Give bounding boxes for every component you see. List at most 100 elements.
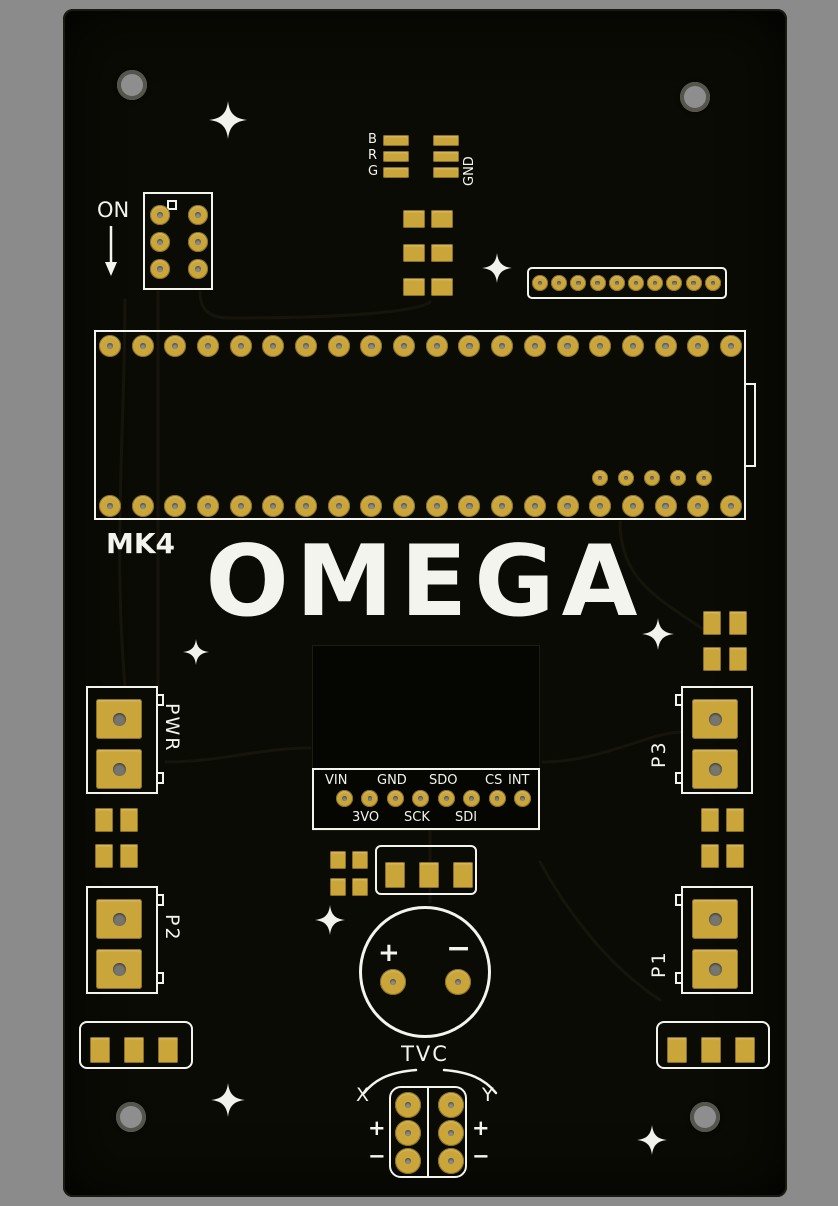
tvc-left-plus-label: + [368,1116,386,1140]
pad [360,335,383,357]
pad [719,335,742,357]
pad [551,275,568,291]
pad [262,495,285,517]
axis-y-label: Y [482,1084,494,1106]
pad [491,495,514,517]
pad [425,335,448,357]
pad [96,699,142,739]
switch-pin1-marker [167,200,177,210]
rgb-pad-label-b: B [368,132,377,147]
p3-connector [681,686,753,794]
pad [438,1120,464,1146]
pad [438,1148,464,1174]
pad [696,470,712,486]
module-pin-label: SCK [404,810,430,825]
pad [295,335,318,357]
pad [431,278,453,296]
pad [703,647,721,671]
pad [570,275,587,291]
rgb-pad-label-r: R [368,148,378,163]
pad [150,259,170,279]
pad [419,862,439,888]
pad [150,205,170,225]
pad [589,275,606,291]
tvc-label: TVC [401,1042,449,1066]
pad [131,495,154,517]
pad [654,335,677,357]
pad [120,808,138,832]
pad [412,790,430,807]
pad [608,275,625,291]
pad [158,1037,178,1063]
pwr-connector-tab [156,694,164,706]
pad [666,275,683,291]
pad [95,808,113,832]
pad [621,495,644,517]
pad [361,790,379,807]
pad [383,151,409,162]
pad [621,335,644,357]
pad [327,495,350,517]
pad [692,699,738,739]
jst-connector-bottom-right [656,1021,770,1069]
pad [692,899,738,939]
pad [164,495,187,517]
pad [131,335,154,357]
p1-connector-tab [675,972,683,984]
sparkle-icon [211,1083,245,1117]
module-pin-label: SDI [455,810,478,825]
jst-connector-bottom-left [79,1021,193,1069]
pad [425,495,448,517]
pad [532,275,548,291]
pad [336,790,353,807]
pwr-label: PWR [161,703,183,753]
p2-connector-tab [156,894,164,906]
pad [330,878,346,896]
pad [523,495,546,517]
tvc-right-plus-label: + [472,1116,490,1140]
pad [393,335,416,357]
pad [491,335,514,357]
buzzer-plus-label: + [378,938,400,968]
pad [99,495,121,517]
on-arrow-icon [105,226,117,276]
pad [229,495,252,517]
mounting-hole-bottom-right [690,1102,720,1132]
pad [729,611,747,635]
pad [164,335,187,357]
pad [188,232,208,252]
pad [701,808,719,832]
p1-label: P1 [648,950,670,978]
pad [188,259,208,279]
pad [701,1037,721,1063]
pad [395,1148,421,1174]
pad [488,790,506,807]
p1-connector [681,886,753,994]
p2-label: P2 [161,914,183,942]
sparkle-icon [183,639,209,665]
pad [589,335,612,357]
pad [647,275,664,291]
on-label: ON [97,198,130,222]
sparkle-icon [482,253,512,283]
pad [644,470,660,486]
pad [380,969,406,995]
pad [692,949,738,989]
module-pin-label: 3VO [352,810,380,825]
pad [330,851,346,869]
expansion-header [527,267,727,299]
tvc-pad-grid-outline [389,1086,467,1178]
axis-x-label: X [356,1084,370,1106]
tvc-brace-icon [362,1068,498,1095]
sparkle-icon [642,618,674,650]
pad [618,470,634,486]
pad [393,495,416,517]
pad [729,647,747,671]
sparkle-icon [209,101,247,139]
pad [433,135,459,146]
pad [719,495,742,517]
pad [352,878,368,896]
pad [438,1092,464,1118]
